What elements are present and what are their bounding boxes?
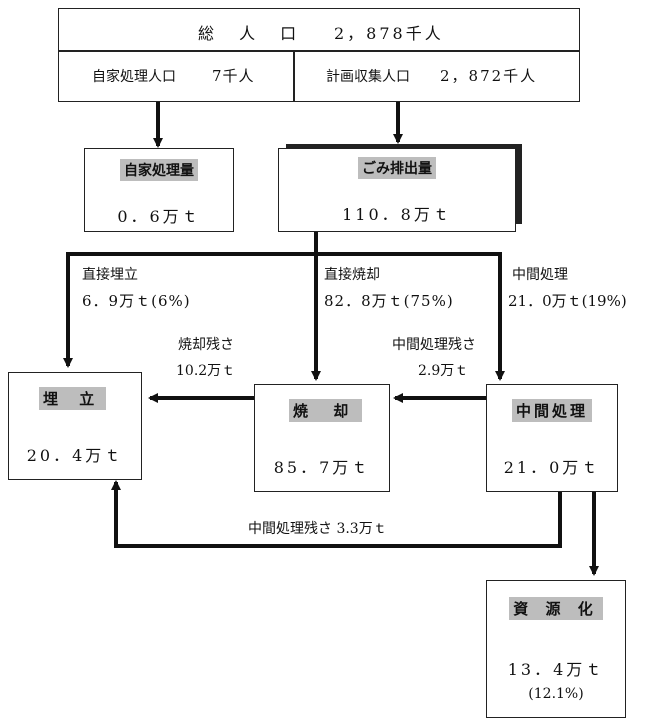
- population-divider-v: [293, 50, 295, 102]
- planned-population-label: 計画収集人口: [326, 69, 410, 85]
- landfill-box: 埋 立 20．4万ｔ: [8, 372, 142, 480]
- intermediate-title: 中間処理: [511, 399, 592, 422]
- landfill-value: 20．4万ｔ: [26, 446, 124, 465]
- incineration-residue-value: 10.2万ｔ: [176, 363, 236, 379]
- self-processing-box: 自家処理量 0．6万ｔ: [84, 148, 234, 232]
- total-population-value: 2，878千人: [334, 24, 444, 43]
- incineration-title: 焼 却: [289, 399, 363, 422]
- waste-output-box: ごみ排出量 110．8万ｔ: [278, 148, 516, 232]
- incineration-box: 焼 却 85．7万ｔ: [254, 384, 390, 492]
- direct-incineration-value: 82．8万ｔ(75%): [324, 292, 454, 310]
- arrow-intermediate-residue-to-landfill: [111, 480, 562, 548]
- intermediate-label: 中間処理: [512, 267, 568, 283]
- direct-landfill-label: 直接埋立: [82, 267, 138, 283]
- intermediate-residue-value: 2.9万ｔ: [418, 363, 469, 379]
- intermediate-residue-to-landfill-label: 中間処理残さ 3.3万ｔ: [248, 521, 387, 537]
- intermediate-residue-label: 中間処理残さ: [392, 337, 476, 353]
- total-population-label: 総 人 口: [198, 24, 307, 43]
- waste-output-shadow: [286, 144, 522, 224]
- self-processing-title: 自家処理量: [120, 159, 198, 181]
- recycling-box: 資 源 化 13．4万ｔ (12.1%): [486, 580, 626, 718]
- population-table: [58, 8, 580, 102]
- intermediate-box: 中間処理 21．0万ｔ: [486, 384, 618, 492]
- recycling-percent: (12.1%): [528, 686, 584, 702]
- self-population-value: 7千人: [212, 67, 255, 85]
- direct-landfill-value: 6．9万ｔ(6%): [82, 292, 191, 310]
- population-divider-h: [58, 50, 580, 52]
- self-population-label: 自家処理人口: [92, 69, 176, 85]
- recycling-title: 資 源 化: [509, 597, 603, 620]
- intermediate-flow-value: 21．0万ｔ(19%): [508, 292, 627, 310]
- incineration-residue-label: 焼却残さ: [178, 337, 234, 353]
- waste-output-value: 110．8万ｔ: [342, 205, 452, 224]
- recycling-value: 13．4万ｔ: [507, 660, 605, 679]
- incineration-value: 85．7万ｔ: [273, 458, 371, 477]
- waste-output-title: ごみ排出量: [358, 157, 436, 179]
- direct-incineration-label: 直接焼却: [324, 267, 380, 283]
- intermediate-value: 21．0万ｔ: [503, 458, 601, 477]
- self-processing-value: 0．6万ｔ: [117, 207, 201, 226]
- planned-population-value: 2，872千人: [440, 67, 538, 85]
- landfill-title: 埋 立: [39, 387, 107, 410]
